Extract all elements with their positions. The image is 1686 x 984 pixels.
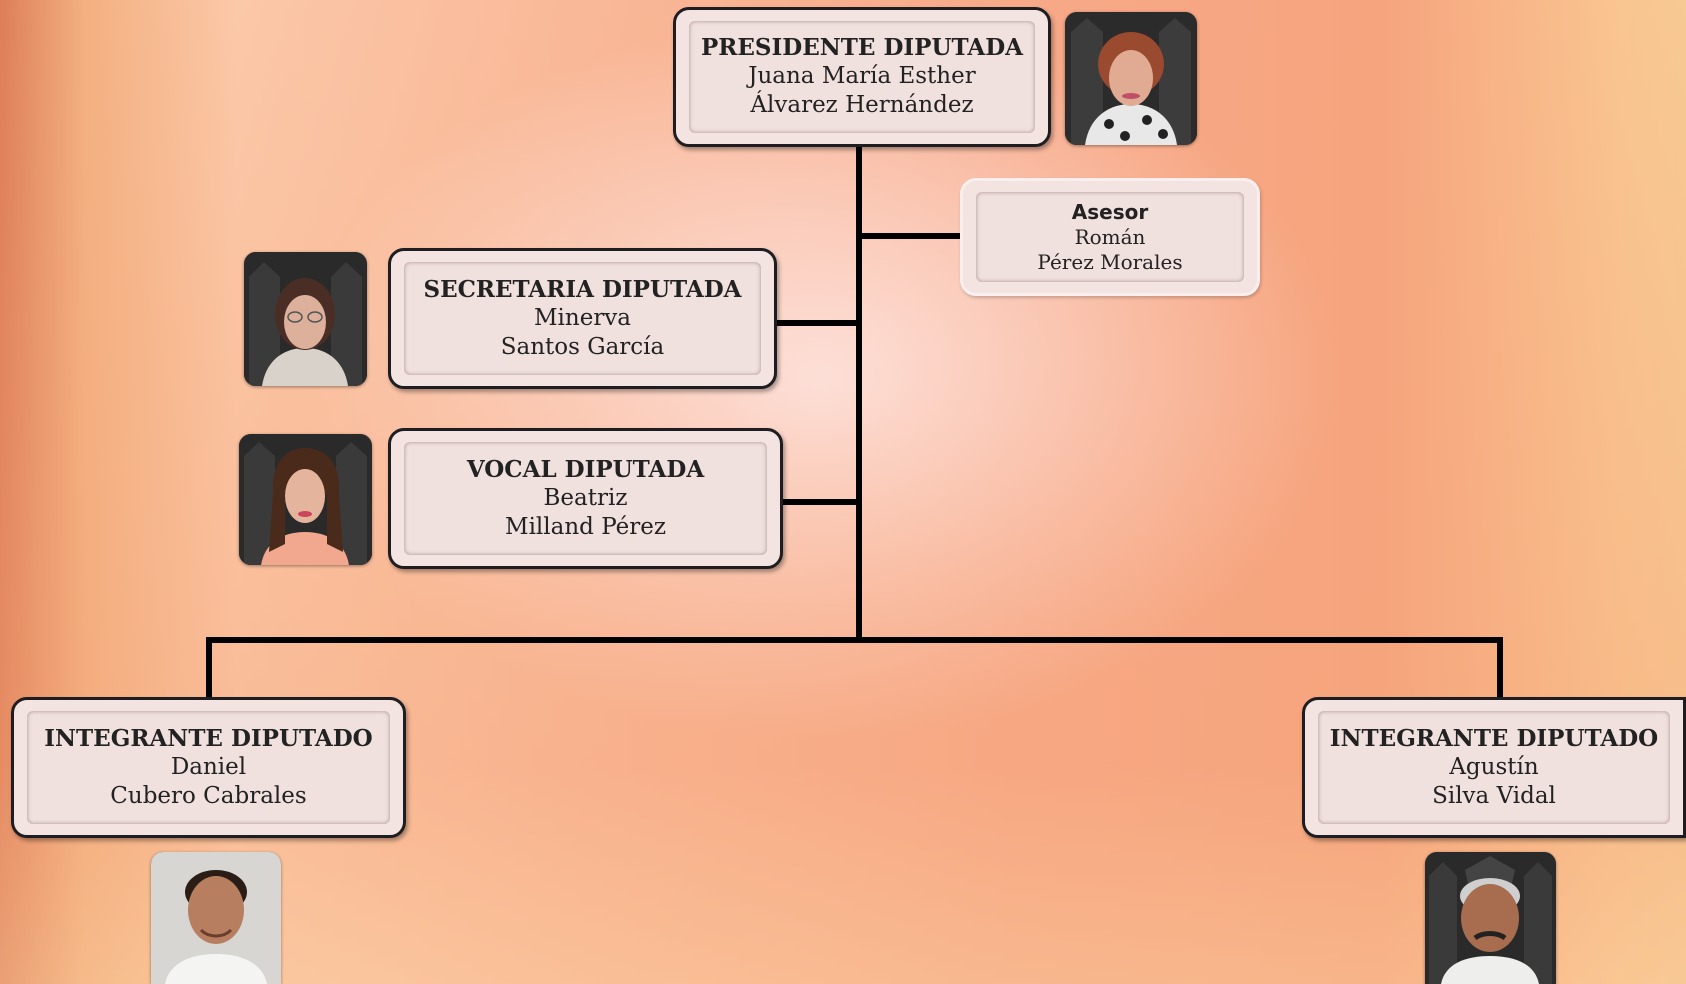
name-line: Román (1074, 224, 1146, 249)
node-integrante-left: INTEGRANTE DIPUTADO Daniel Cubero Cabral… (11, 697, 406, 838)
name-line: Juana María Esther (748, 63, 976, 89)
node-presidente: PRESIDENTE DIPUTADA Juana María Esther Á… (673, 7, 1051, 147)
node-vocal: VOCAL DIPUTADA Beatriz Milland Pérez (388, 428, 783, 569)
role-label: Asesor (1071, 199, 1149, 224)
portrait-vocal (239, 434, 372, 565)
node-integrante-right: INTEGRANTE DIPUTADO Agustín Silva Vidal (1302, 697, 1686, 838)
node-asesor: Asesor Román Pérez Morales (960, 178, 1260, 296)
name-line: Beatriz (543, 484, 628, 511)
name-line: Álvarez Hernández (750, 92, 974, 118)
role-label: VOCAL DIPUTADA (466, 455, 705, 483)
role-label: SECRETARIA DIPUTADA (423, 275, 742, 303)
node-secretaria: SECRETARIA DIPUTADA Minerva Santos Garcí… (388, 248, 777, 389)
portrait-presidente (1065, 12, 1197, 145)
name-line: Agustín (1449, 753, 1539, 780)
name-line: Daniel (170, 753, 247, 780)
name-line: Minerva (533, 304, 632, 331)
name-line: Cubero Cabrales (110, 782, 307, 809)
name-line: Pérez Morales (1037, 249, 1183, 274)
connector-trunk (856, 146, 862, 640)
connector-right-drop (1497, 637, 1503, 699)
connector-secretaria (776, 320, 860, 326)
connector-asesor (856, 233, 960, 239)
connector-horizontal (206, 637, 1503, 643)
connector-vocal (782, 499, 860, 505)
portrait-integrante-left (151, 852, 281, 984)
connector-left-drop (206, 637, 212, 699)
role-label: INTEGRANTE DIPUTADO (44, 724, 373, 752)
name-line: Santos García (500, 333, 665, 360)
role-label: PRESIDENTE DIPUTADA (700, 34, 1023, 61)
name-line: Milland Pérez (505, 513, 666, 540)
name-line: Silva Vidal (1432, 782, 1556, 809)
role-label: INTEGRANTE DIPUTADO (1329, 724, 1659, 752)
portrait-integrante-right (1425, 852, 1556, 984)
portrait-secretaria (244, 252, 367, 386)
